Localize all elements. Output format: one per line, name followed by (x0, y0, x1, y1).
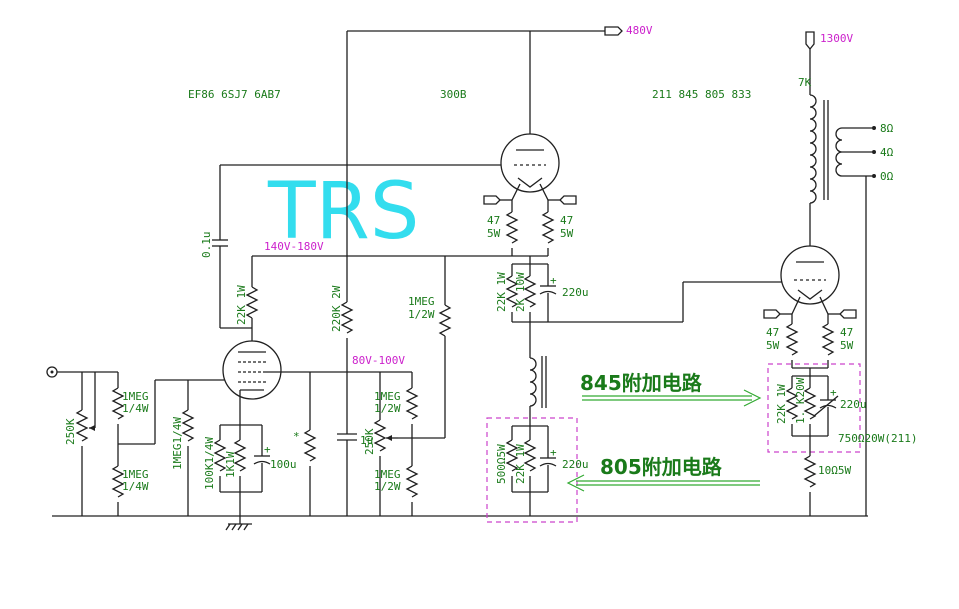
c220uc-label: 220u (840, 398, 867, 411)
plate-res-label: 22K 1W (235, 285, 248, 325)
resistor-22k-c (523, 439, 537, 472)
addon-845-label: 845附加电路 (580, 371, 703, 395)
c100u-label: 100u (270, 458, 297, 471)
tap-8-label: 8Ω (880, 122, 894, 135)
addon-805-box (486, 417, 578, 523)
driver-pentode-icon (222, 340, 282, 400)
resistor-1meg-feedback (438, 304, 452, 337)
b1300-label: 1300V (820, 32, 853, 45)
r47l-l2: 5W (487, 227, 501, 240)
mid-tube-label: 300B (440, 88, 467, 101)
resistor-screen (303, 429, 317, 462)
r1meg-top-l1: 1MEG (122, 390, 149, 403)
r1meg-hbot-l2: 1/2W (374, 480, 401, 493)
r47r-l2: 5W (560, 227, 574, 240)
c220ub-label: 220u (562, 458, 589, 471)
input-pot-label: 250K (64, 418, 77, 445)
svg-text:+: + (830, 386, 837, 399)
trs-watermark: TRS (267, 167, 419, 257)
addon-805-label: 805附加电路 (600, 455, 723, 479)
resistor-10-5w (803, 455, 817, 488)
r47l-l1: 47 (487, 214, 500, 227)
r1k-label: 1K1W (224, 451, 237, 478)
resistor-47-out-l (785, 323, 799, 356)
resistor-1k-1w (233, 439, 247, 472)
r1meg-htop-l1: 1MEG (374, 390, 401, 403)
resistor-47-r (541, 211, 555, 244)
coupling-cap-label: 0.1u (200, 232, 213, 259)
r22kc-label: 22K 1W (514, 444, 527, 484)
r47ol-l1: 47 (766, 326, 779, 339)
svg-text:+: + (550, 274, 557, 287)
resistor-1k-20w (803, 387, 817, 420)
svg-text:+: + (550, 446, 557, 459)
resistor-1meg-half-bot (405, 465, 419, 498)
r47or-l2: 5W (840, 339, 854, 352)
r1meg-top-l2: 1/4W (122, 402, 149, 415)
arrow-to-805-icon (566, 474, 760, 492)
b480-label: 480V (626, 24, 653, 37)
r22kb-label: 22K 1W (495, 272, 508, 312)
resistor-1meg-bot (111, 465, 125, 498)
bias-pot-250k (373, 419, 387, 452)
resistor-grid-leak (181, 409, 195, 442)
resistor-47-l (505, 211, 519, 244)
resistor-2k-10w (523, 275, 537, 308)
r47ol-l2: 5W (766, 339, 780, 352)
r1meg-bot-l1: 1MEG (122, 468, 149, 481)
resistor-plate-22k (245, 286, 259, 319)
b480-terminal (530, 26, 623, 36)
arrow-to-845-icon (582, 389, 762, 407)
r220k-label: 220K 2W (330, 285, 343, 332)
output-tube-label: 211 845 805 833 (652, 88, 751, 101)
r47r-l1: 47 (560, 214, 573, 227)
r750-label: 750Ω20W(211) (838, 432, 917, 445)
star-label: * (293, 430, 300, 443)
bias-pot-label: 250K (363, 428, 376, 455)
r100k-label: 100K1/4W (203, 437, 216, 490)
grid-leak-label: 1MEG1/4W (171, 417, 184, 470)
r1k20w-label: 1. K20W (794, 377, 807, 424)
output-triode-icon (780, 245, 840, 305)
resistor-500-5w (505, 439, 519, 472)
r10-label: 10Ω5W (818, 464, 851, 477)
resistor-100k (213, 439, 227, 472)
r22kd-label: 22K 1W (775, 384, 788, 424)
ot-primary-icon (809, 94, 817, 204)
r500-label: 500Ω5W (495, 444, 508, 484)
ground-symbol (225, 516, 252, 531)
svg-text:+: + (264, 443, 271, 456)
r1meg-htop-l2: 1/2W (374, 402, 401, 415)
triode-300b-icon (500, 133, 560, 193)
resistor-220k-2w (340, 301, 354, 334)
ot-impedance-label: 7K (798, 76, 812, 89)
input-pot-250k (75, 409, 89, 442)
c220ua-label: 220u (562, 286, 589, 299)
b1300-terminal (805, 31, 815, 95)
addon-845-box (767, 363, 861, 453)
tap-4-label: 4Ω (880, 146, 894, 159)
r1meg-hbot-l1: 1MEG (374, 468, 401, 481)
r47or-l1: 47 (840, 326, 853, 339)
resistor-22k-d (785, 387, 799, 420)
resistor-47-out-r (821, 323, 835, 356)
driver-tube-label: EF86 6SJ7 6AB7 (188, 88, 281, 101)
resistor-22k-b (505, 275, 519, 308)
input-jack-icon[interactable] (46, 366, 58, 378)
c1u-label: 1u (360, 434, 373, 447)
v80-label: 80V-100V (352, 354, 405, 367)
r1meg-fb-l1: 1MEG (408, 295, 435, 308)
r2k-label: 2K 10W (514, 272, 527, 312)
resistor-1meg-top (111, 387, 125, 420)
v140-label: 140V-180V (264, 240, 324, 253)
r1meg-fb-l2: 1/2W (408, 308, 435, 321)
ot-secondary-icon (835, 127, 843, 177)
tap-0-label: 0Ω (880, 170, 894, 183)
resistor-1meg-half-top (405, 387, 419, 420)
r1meg-bot-l2: 1/4W (122, 480, 149, 493)
choke-icon (529, 357, 537, 407)
